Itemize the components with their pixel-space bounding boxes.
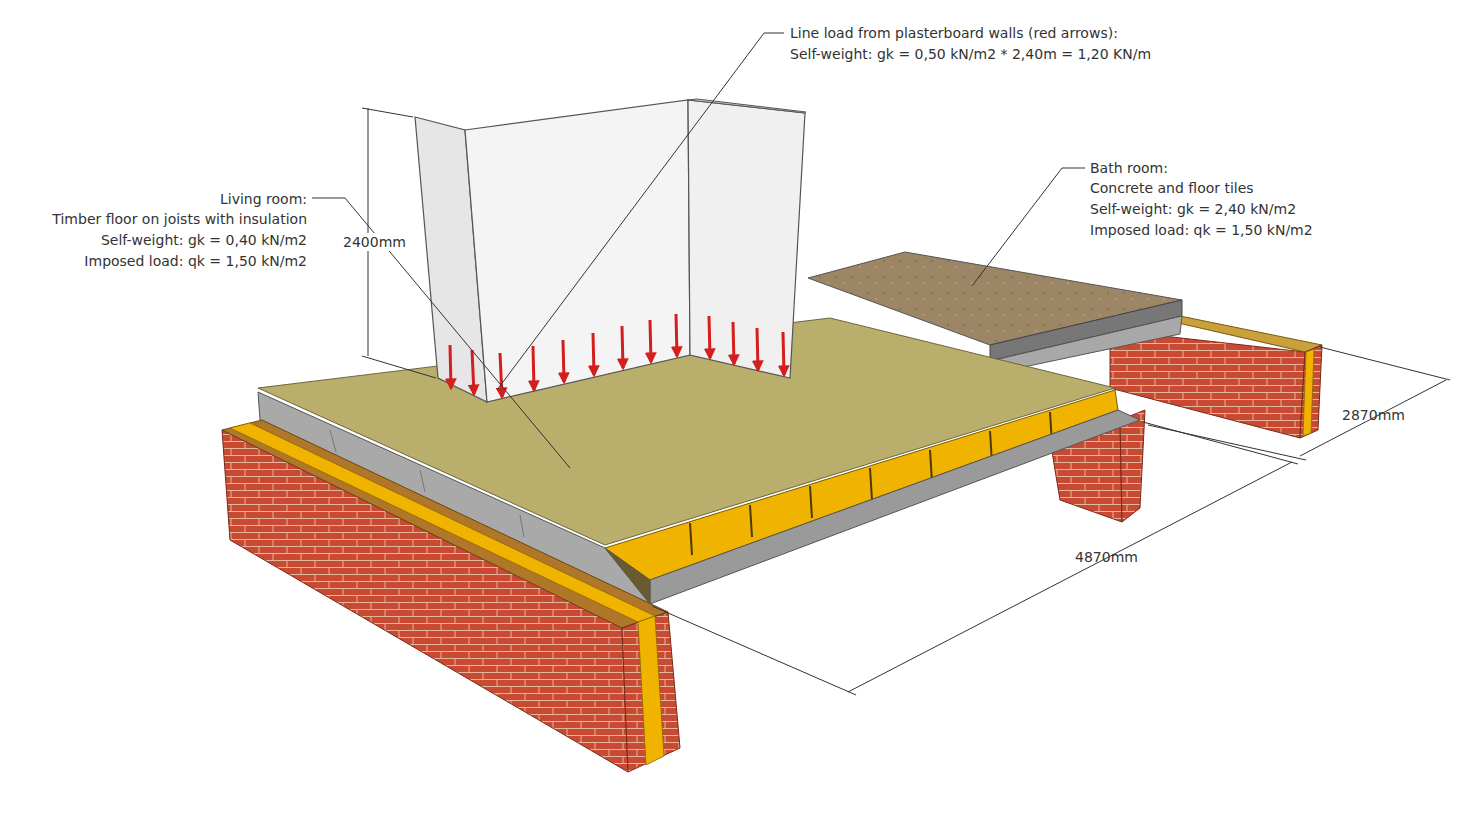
insulation-strip (1303, 349, 1314, 436)
leader-line (972, 168, 1085, 286)
brick-wall-front (222, 420, 680, 772)
extension-line (652, 606, 856, 695)
extension-line (1148, 425, 1306, 460)
wall-end (622, 612, 680, 772)
callout-heading: Bath room: (1090, 159, 1168, 177)
dimension-lines (362, 108, 1450, 695)
load-arrow (450, 345, 451, 388)
callout-text: Self-weight: gk = 0,50 kN/m2 * 2,40m = 1… (790, 45, 1151, 63)
wall-panel (465, 100, 690, 402)
load-arrow (783, 332, 784, 375)
load-arrow (709, 316, 710, 358)
extension-line (1320, 347, 1450, 380)
load-arrow (650, 320, 651, 362)
dimension-line (1300, 380, 1446, 456)
callout-heading: Living room: (220, 190, 307, 208)
callout-text: Concrete and floor tiles (1090, 179, 1254, 197)
extension-line (362, 108, 413, 117)
insulation-strip (230, 423, 655, 622)
extension-line (362, 356, 436, 378)
leader-lines (312, 33, 1085, 468)
load-arrow (757, 328, 758, 370)
dimension-label: 2400mm (342, 233, 407, 251)
wall-end (1300, 345, 1322, 438)
load-arrow (500, 353, 502, 397)
dimension-line (368, 108, 369, 356)
wall-top (1165, 316, 1322, 352)
wall-end (1120, 410, 1145, 522)
load-arrow (733, 322, 734, 364)
callout-text: Self-weight: gk = 2,40 kN/m2 (1090, 200, 1296, 218)
load-arrow (593, 333, 594, 375)
concrete-layer (990, 316, 1182, 372)
callout-text: Timber floor on joists with insulation (52, 210, 307, 228)
callout-text: Self-weight: gk = 0,40 kN/m2 (101, 231, 307, 249)
dimension-line (848, 462, 1292, 692)
callout-text: Imposed load: qk = 1,50 kN/m2 (84, 252, 307, 270)
wall-panel (688, 100, 805, 378)
load-arrow (676, 314, 677, 356)
load-arrow (622, 326, 623, 368)
dimension-label: 2870mm (1342, 406, 1405, 424)
wall-top (222, 420, 668, 628)
insulation-strip (638, 616, 664, 765)
load-arrow (563, 340, 564, 382)
callout-heading: Line load from plasterboard walls (red a… (790, 24, 1118, 42)
callout-text: Imposed load: qk = 1,50 kN/m2 (1090, 221, 1313, 239)
extension-line (1143, 422, 1298, 464)
load-arrow (472, 350, 474, 394)
dimension-label: 4870mm (1075, 548, 1138, 566)
plasterboard-walls (415, 99, 806, 402)
leader-line (312, 198, 570, 468)
leader-line (497, 33, 784, 390)
load-arrow (533, 346, 534, 390)
